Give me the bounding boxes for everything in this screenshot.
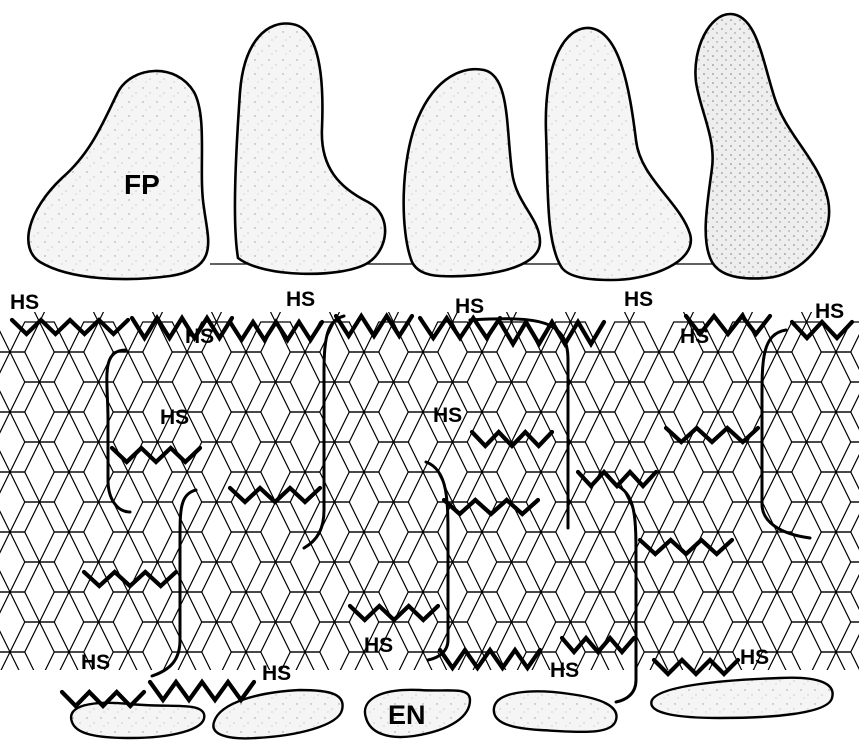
- heparan-sulfate-zigzag: [792, 322, 852, 338]
- foot-process: [695, 14, 829, 278]
- fibril: [304, 316, 344, 548]
- endothelial-cell: [494, 691, 617, 732]
- heparan-sulfate-zigzag: [230, 488, 320, 502]
- label-heparan-sulfate: HS: [262, 662, 291, 685]
- label-heparan-sulfate: HS: [455, 295, 484, 318]
- heparan-sulfate-zigzag: [472, 432, 552, 446]
- heparan-sulfate-zigzag: [62, 692, 144, 706]
- label-heparan-sulfate: HS: [286, 288, 315, 311]
- label-heparan-sulfate: HS: [81, 651, 110, 674]
- label-heparan-sulfate: HS: [815, 300, 844, 323]
- foot-process: [546, 28, 691, 280]
- heparan-sulfate-zigzag: [562, 638, 634, 652]
- lattice-cell: [10, 682, 69, 742]
- endothelial-cells: [71, 678, 833, 739]
- hexagonal-collagen-lattice: [0, 292, 859, 742]
- endothelial-cell: [651, 678, 832, 718]
- label-heparan-sulfate: HS: [160, 406, 189, 429]
- heparan-sulfate-zigzag: [230, 322, 322, 340]
- lattice-cell: [836, 682, 859, 742]
- label-heparan-sulfate: HS: [185, 325, 214, 348]
- endothelial-cell: [213, 690, 342, 738]
- endothelial-cell: [71, 703, 204, 738]
- lattice-cell: [158, 652, 217, 712]
- label-heparan-sulfate: HS: [550, 659, 579, 682]
- foot-process: [28, 71, 208, 279]
- heparan-sulfate-zigzag: [440, 650, 540, 668]
- heparan-sulfate-zigzag: [350, 606, 438, 620]
- heparan-sulfate-zigzag: [336, 316, 412, 336]
- foot-process: [404, 69, 540, 276]
- label-heparan-sulfate: HS: [433, 404, 462, 427]
- label-heparan-sulfate: HS: [364, 634, 393, 657]
- fibril: [616, 486, 636, 702]
- foot-processes: [28, 14, 829, 280]
- lattice-cell: [0, 682, 10, 742]
- heparan-sulfate-zigzag: [150, 682, 254, 700]
- label-heparan-sulfate: HS: [10, 291, 39, 314]
- heparan-sulfate-zigzag: [578, 472, 656, 486]
- label-foot-process: FP: [124, 169, 160, 200]
- label-endothelium: EN: [388, 700, 426, 730]
- label-heparan-sulfate: HS: [624, 288, 653, 311]
- heparan-sulfate-zigzag: [420, 318, 500, 338]
- label-heparan-sulfate: HS: [740, 646, 769, 669]
- label-heparan-sulfate: HS: [680, 325, 709, 348]
- heparan-sulfate-zigzag: [112, 448, 200, 462]
- foot-process: [235, 24, 385, 274]
- heparan-sulfate-zigzag: [84, 572, 176, 586]
